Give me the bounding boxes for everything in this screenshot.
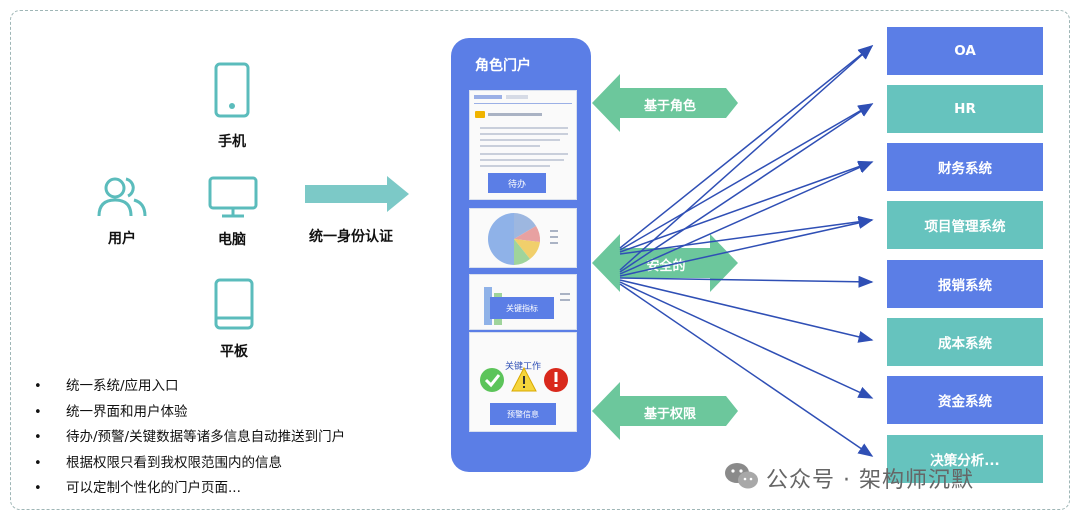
feature-item: 统一界面和用户体验 xyxy=(34,400,345,426)
feature-item: 待办/预警/关键数据等诸多信息自动推送到门户 xyxy=(34,425,345,451)
diagram-frame xyxy=(10,10,1070,510)
bar-thumbnail xyxy=(484,287,492,325)
system-finance: 财务系统 xyxy=(886,142,1044,192)
divider xyxy=(474,103,572,104)
computer-icon xyxy=(208,176,258,218)
key-metrics-button[interactable]: 关键指标 xyxy=(490,297,554,319)
auth-arrow xyxy=(305,176,409,212)
auth-label: 统一身份认证 xyxy=(309,229,393,245)
watermark-text: 公众号 · 架构师沉默 xyxy=(766,468,974,493)
system-capital: 资金系统 xyxy=(886,375,1044,425)
system-oa: OA xyxy=(886,26,1044,76)
pie-chart-thumbnail xyxy=(488,213,558,265)
system-reimbursement: 报销系统 xyxy=(886,259,1044,309)
system-decision-analysis: 决策分析... xyxy=(886,434,1044,484)
status-icons xyxy=(480,366,568,392)
alert-button[interactable]: 预警信息 xyxy=(490,403,556,425)
computer-label: 电脑 xyxy=(218,232,246,248)
system-project-management: 项目管理系统 xyxy=(886,200,1044,250)
tablet-label: 平板 xyxy=(220,344,248,360)
pie-chart-card xyxy=(469,208,577,268)
user-label: 用户 xyxy=(108,231,136,247)
role-based-label: 基于角色 xyxy=(643,99,696,114)
role-portal-panel: 角色门户 待办 关键指标 xyxy=(451,38,591,472)
feature-item: 可以定制个性化的门户页面... xyxy=(34,476,345,502)
text-line xyxy=(480,127,568,129)
text-line xyxy=(480,153,568,155)
legend-line xyxy=(560,299,570,301)
feature-list: 统一系统/应用入口 统一界面和用户体验 待办/预警/关键数据等诸多信息自动推送到… xyxy=(34,374,345,502)
text-line xyxy=(480,145,540,147)
tablet-icon xyxy=(214,278,254,330)
todo-card: 待办 xyxy=(469,90,577,200)
key-metrics-card: 关键指标 xyxy=(469,274,577,330)
key-work-title: 关键工作 xyxy=(504,362,541,372)
system-hr: HR xyxy=(886,84,1044,134)
text-line xyxy=(480,165,550,167)
phone-label: 手机 xyxy=(218,134,246,150)
permission-based-label: 基于权限 xyxy=(643,407,696,422)
system-cost: 成本系统 xyxy=(886,317,1044,367)
card-tab-mark xyxy=(474,95,502,99)
text-line xyxy=(480,133,568,135)
portal-title: 角色门户 xyxy=(475,58,531,74)
feature-item: 统一系统/应用入口 xyxy=(34,374,345,400)
permission-based-arrow xyxy=(592,382,738,440)
user-icon xyxy=(97,177,147,217)
text-line xyxy=(480,139,560,141)
key-work-card: 关键工作 预警信息 xyxy=(469,332,577,432)
card-tab-mark xyxy=(506,95,528,99)
feature-item: 根据权限只看到我权限范围内的信息 xyxy=(34,451,345,477)
todo-button[interactable]: 待办 xyxy=(488,173,546,193)
wechat-icon xyxy=(725,463,758,489)
legend-line xyxy=(560,293,570,295)
role-based-arrow xyxy=(592,74,738,132)
text-line xyxy=(488,113,542,116)
text-line xyxy=(480,159,564,161)
mail-icon xyxy=(475,111,485,118)
phone-icon xyxy=(214,62,250,118)
